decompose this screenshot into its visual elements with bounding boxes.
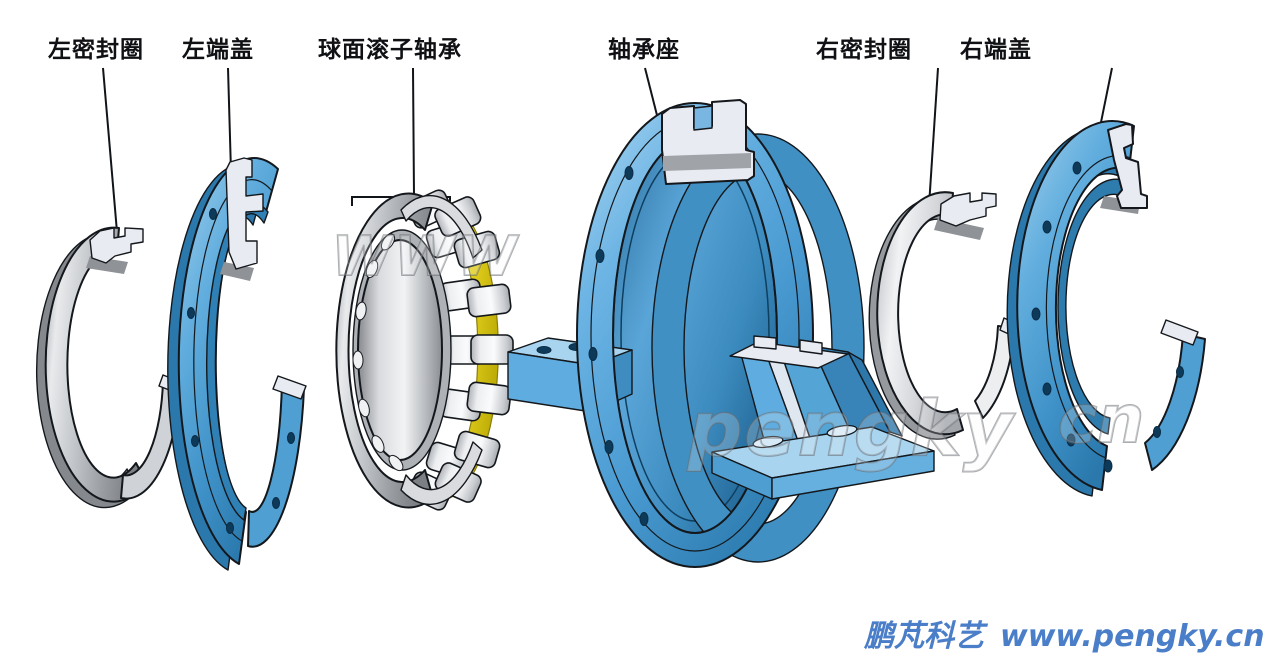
watermark-cn: cn xyxy=(1058,381,1144,458)
label-left-seal-ring: 左密封圈 xyxy=(48,36,144,63)
housing-base-front-face xyxy=(771,450,935,500)
leader-spherical-roller-bearing xyxy=(412,67,415,197)
housing-cut-gray-band xyxy=(663,153,751,171)
leader-lines xyxy=(102,67,1113,233)
leader-left-seal-ring xyxy=(102,67,118,233)
right-end-cover-body xyxy=(1016,120,1135,491)
bearing-housing-illustration xyxy=(507,99,935,568)
bearing-front-rim-bottom xyxy=(400,441,483,506)
housing-yoke-top-face xyxy=(729,341,849,369)
right-end-cover-arm-cut-face xyxy=(1160,319,1199,346)
watermarks: WWW pengky cn xyxy=(331,224,1145,474)
label-right-seal-ring: 右密封圈 xyxy=(816,36,912,63)
bearing-front-rim-top xyxy=(400,194,483,259)
right-seal-ring-illustration xyxy=(868,191,1018,440)
right-end-cover-flange-line xyxy=(1045,155,1132,459)
left-end-cover-near-arm xyxy=(247,382,305,548)
right-seal-ring-near-arc xyxy=(974,325,1015,419)
footer: 鹏芃科艺 www.pengky.cn xyxy=(863,619,1265,654)
right-end-cover-illustration xyxy=(1006,120,1206,497)
housing-base-slot xyxy=(752,435,784,449)
left-seal-ring-section-step xyxy=(89,227,144,264)
left-end-cover-section-step xyxy=(225,157,264,270)
footer-site-url: www.pengky.cn xyxy=(1000,619,1265,654)
part-labels: 左密封圈 左端盖 球面滚子轴承 轴承座 右密封圈 右端盖 xyxy=(48,36,1032,63)
label-left-end-cover: 左端盖 xyxy=(182,36,254,63)
watermark-pengky: pengky xyxy=(687,384,1016,473)
footer-brand: 鹏芃科艺 xyxy=(863,619,989,654)
right-end-cover-recess xyxy=(1057,178,1129,435)
left-end-cover-illustration xyxy=(167,157,307,571)
right-end-cover-section-step xyxy=(1107,123,1148,209)
housing-pedestal xyxy=(711,335,935,500)
spherical-roller-bearing-illustration xyxy=(335,189,514,511)
left-seal-ring-near-arc xyxy=(120,380,181,500)
housing-front-flange xyxy=(576,102,814,568)
right-end-cover-near-arm xyxy=(1144,333,1206,471)
label-bearing-housing: 轴承座 xyxy=(608,36,680,63)
right-seal-ring-shadow-band xyxy=(934,218,984,240)
leader-right-seal-ring xyxy=(928,67,939,207)
housing-top-section-cut xyxy=(661,99,755,185)
label-right-end-cover: 右端盖 xyxy=(960,36,1032,63)
left-end-cover-arm-cut-face xyxy=(272,375,307,400)
right-end-cover-bolt-holes xyxy=(1031,161,1184,473)
left-end-cover-bolt-holes xyxy=(187,208,295,534)
left-seal-ring-illustration xyxy=(36,226,182,509)
right-seal-ring-body xyxy=(876,191,964,436)
watermark-www: WWW xyxy=(332,225,520,288)
bearing-small-rollers xyxy=(352,233,404,472)
housing-base-slot xyxy=(826,424,858,438)
housing-bolt-holes xyxy=(588,166,649,526)
left-seal-ring-shadow-band xyxy=(86,256,128,274)
right-seal-ring-section-step xyxy=(939,192,997,227)
label-spherical-roller-bearing: 球面滚子轴承 xyxy=(318,36,462,63)
leader-left-end-cover xyxy=(227,67,232,173)
